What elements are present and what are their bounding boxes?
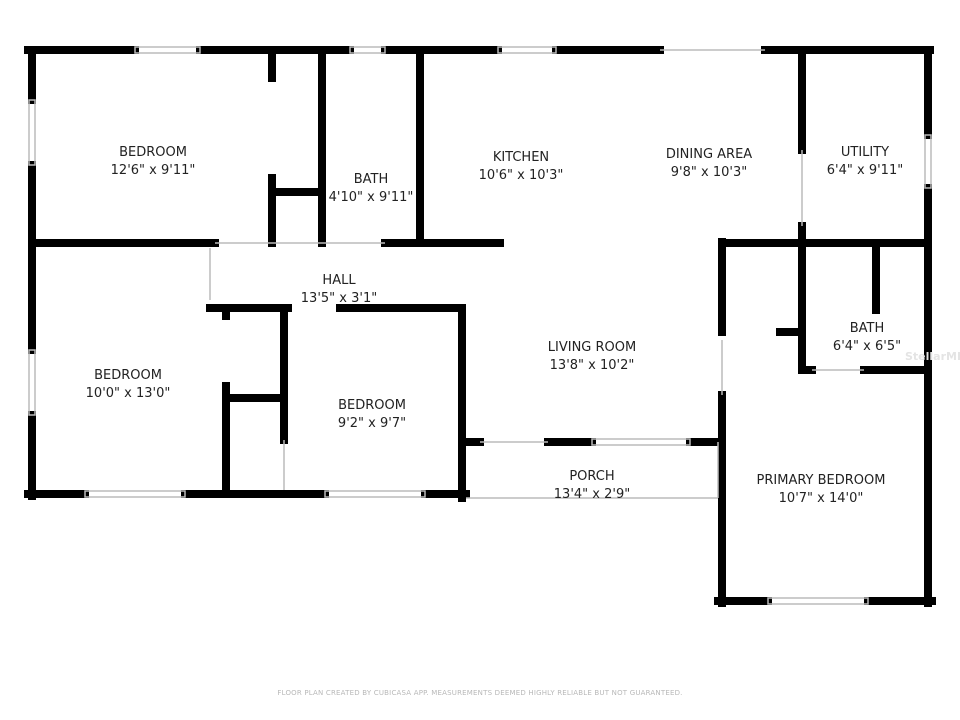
room-size: 6'4" x 6'5" (832, 339, 902, 354)
room-label-bedroom-1: BEDROOM 12'6" x 9'11" (111, 144, 196, 180)
room-size: 13'4" x 2'9" (553, 487, 631, 502)
room-name: KITCHEN (492, 150, 550, 165)
room-label-porch: PORCH 13'4" x 2'9" (554, 468, 630, 504)
room-name: LIVING ROOM (547, 340, 637, 355)
room-label-bath-2: BATH 6'4" x 6'5" (833, 320, 901, 356)
room-label-utility: UTILITY 6'4" x 9'11" (827, 144, 903, 180)
walls (24, 46, 936, 607)
room-size: 9'8" x 10'3" (670, 165, 748, 180)
room-name: BEDROOM (119, 145, 187, 160)
room-label-hall: HALL 13'5" x 3'1" (301, 272, 377, 308)
room-label-living: LIVING ROOM 13'8" x 10'2" (548, 339, 636, 375)
room-size: 13'5" x 3'1" (300, 291, 378, 306)
room-size: 10'7" x 14'0" (778, 491, 864, 506)
room-size: 12'6" x 9'11" (110, 163, 196, 178)
room-size: 6'4" x 9'11" (826, 163, 904, 178)
room-name: DINING AREA (665, 147, 753, 162)
room-size: 10'6" x 10'3" (478, 168, 564, 183)
footer-disclaimer: FLOOR PLAN CREATED BY CUBICASA APP. MEAS… (277, 689, 683, 697)
room-name: BATH (353, 172, 389, 187)
room-label-kitchen: KITCHEN 10'6" x 10'3" (479, 149, 564, 185)
room-label-bedroom-2: BEDROOM 10'0" x 13'0" (86, 367, 171, 403)
room-label-dining: DINING AREA 9'8" x 10'3" (666, 146, 752, 182)
watermark: StellarMLS (905, 350, 960, 363)
room-name: HALL (322, 273, 356, 288)
room-size: 9'2" x 9'7" (337, 416, 407, 431)
room-name: BEDROOM (94, 368, 162, 383)
room-name: BEDROOM (338, 398, 406, 413)
room-label-bedroom-3: BEDROOM 9'2" x 9'7" (338, 397, 406, 433)
room-size: 10'0" x 13'0" (85, 386, 171, 401)
room-name: PRIMARY BEDROOM (756, 473, 886, 488)
room-label-primary-bedroom: PRIMARY BEDROOM 10'7" x 14'0" (757, 472, 886, 508)
room-name: PORCH (569, 469, 615, 484)
room-name: UTILITY (840, 145, 890, 160)
room-size: 13'8" x 10'2" (549, 358, 635, 373)
room-size: 4'10" x 9'11" (328, 190, 414, 205)
windows-doors (28, 46, 932, 605)
room-label-bath-1: BATH 4'10" x 9'11" (329, 171, 414, 207)
room-name: BATH (849, 321, 885, 336)
